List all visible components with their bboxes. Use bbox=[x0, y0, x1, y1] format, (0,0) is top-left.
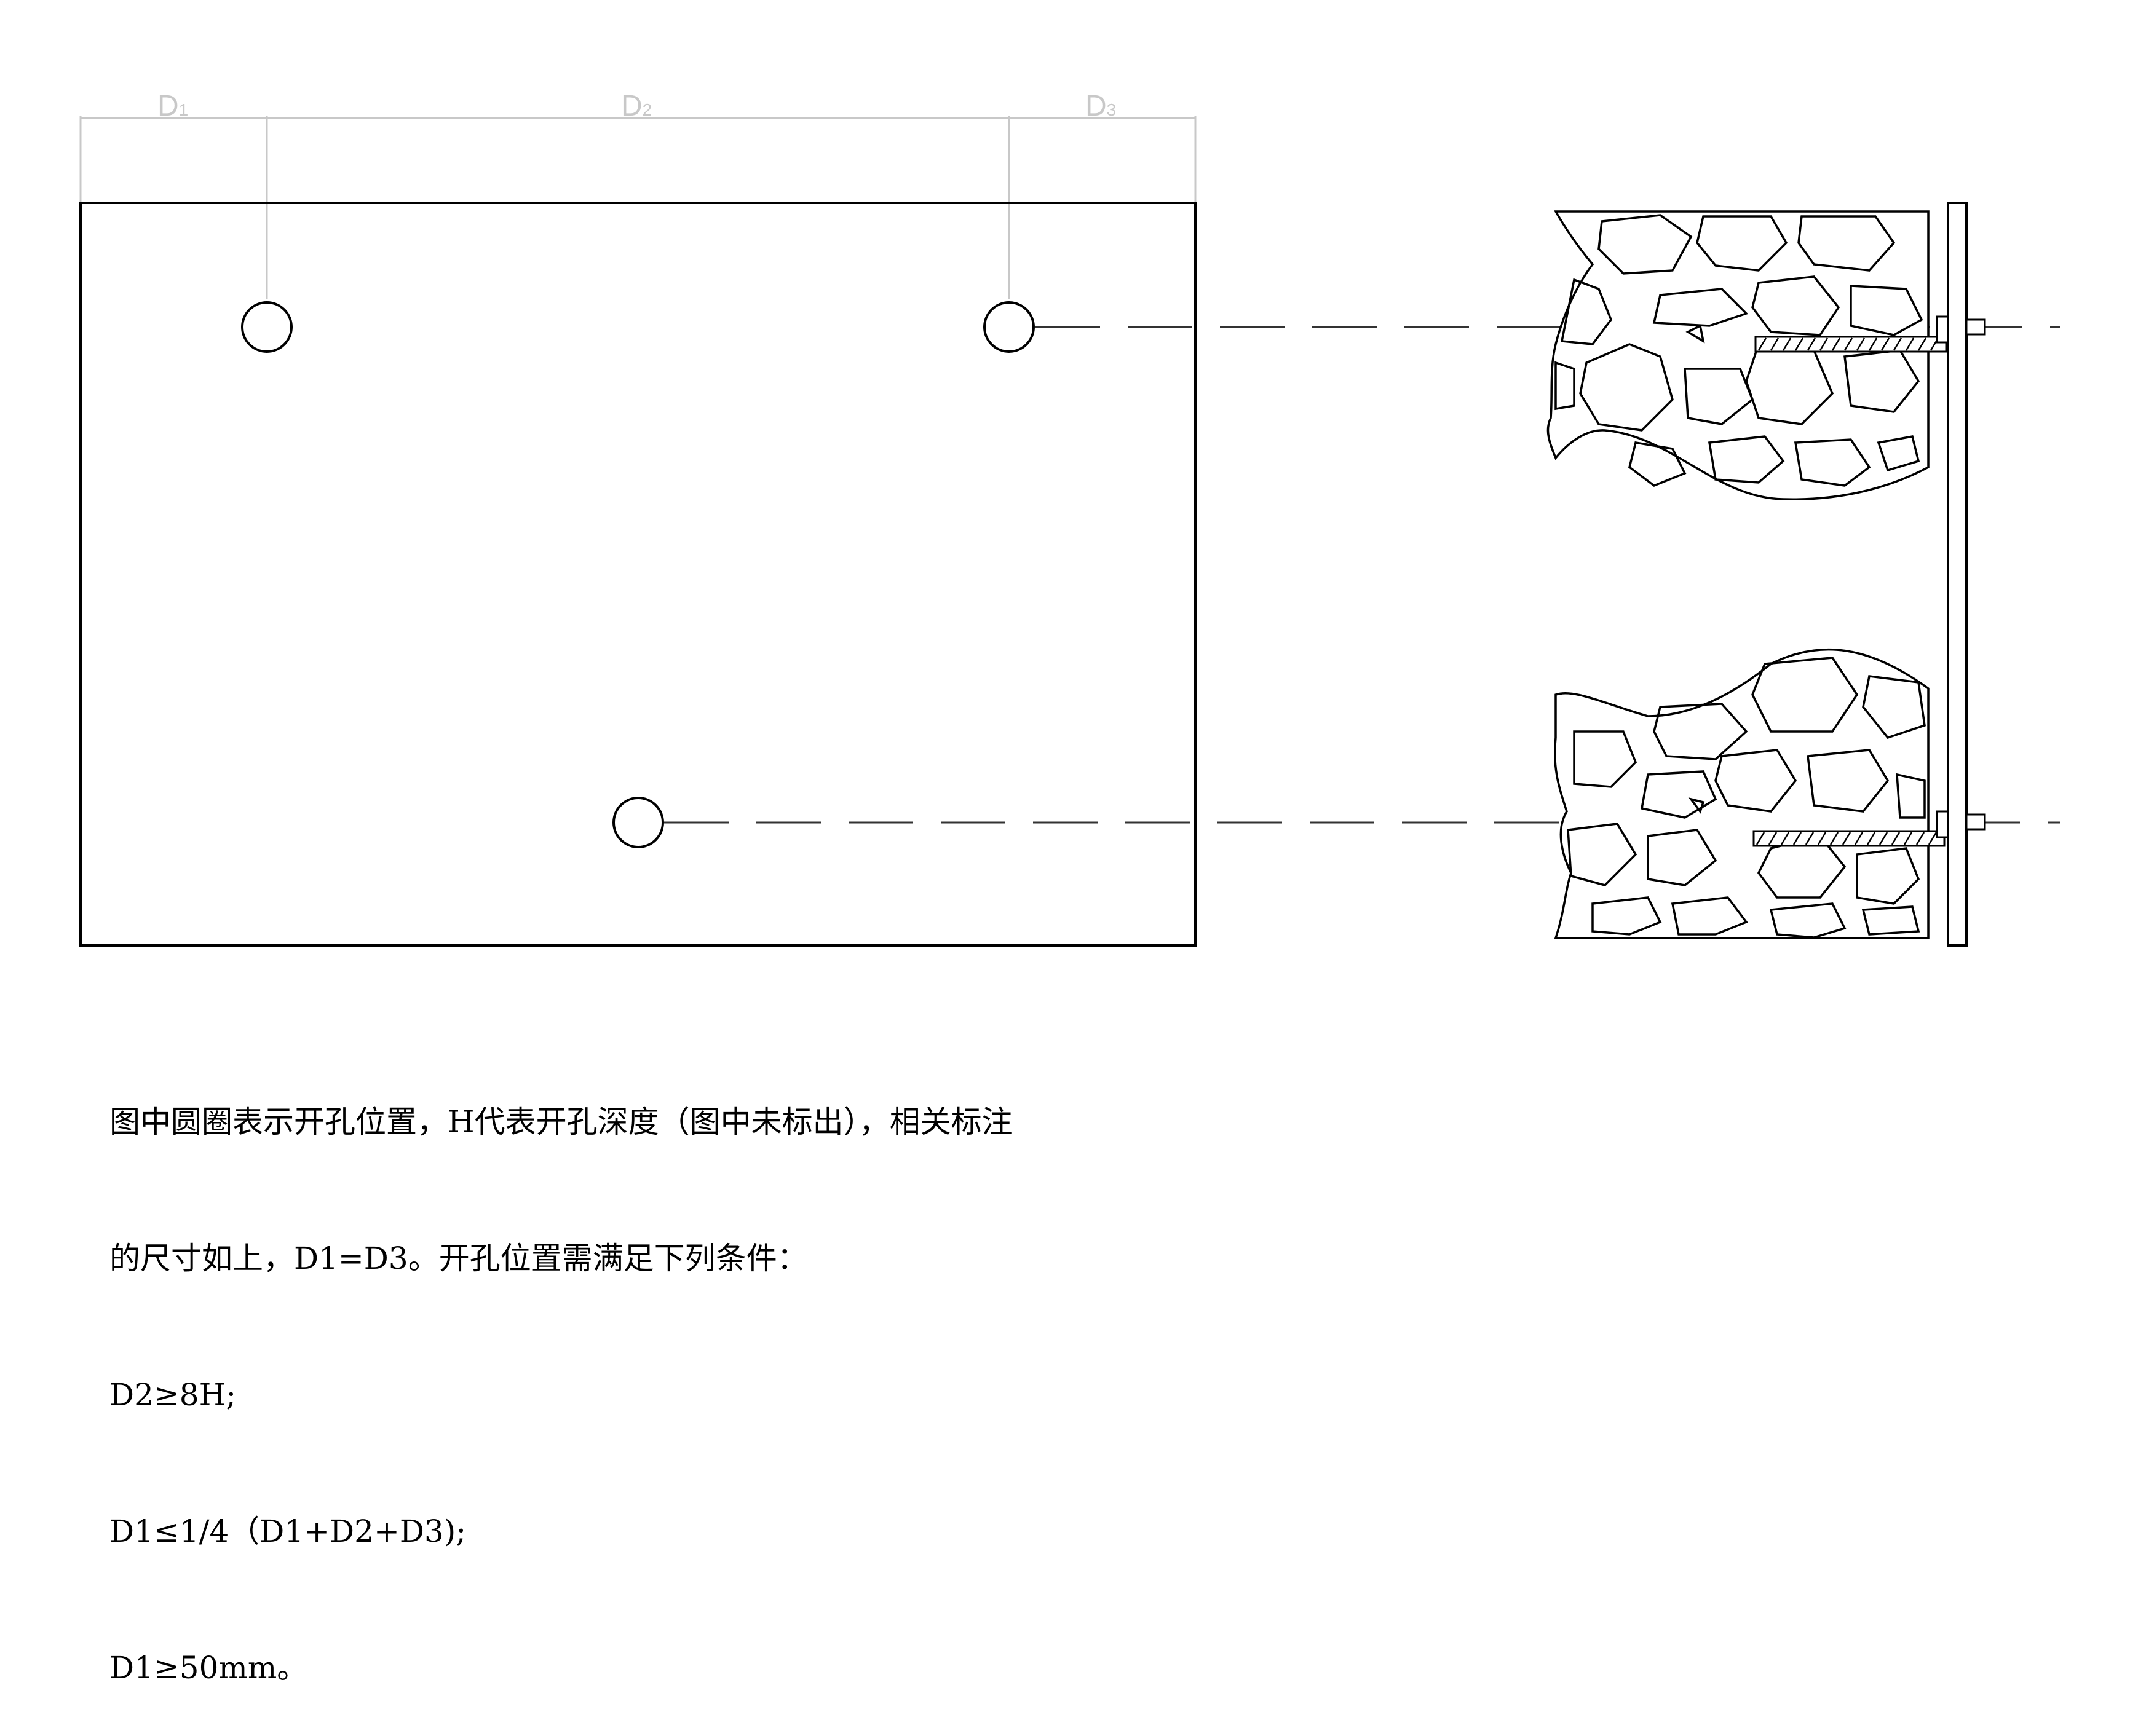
dimension-lines bbox=[79, 116, 1197, 299]
dimension-label-d3: D3 bbox=[1085, 90, 1116, 122]
anchor-lower bbox=[1752, 810, 1986, 847]
hole-bottom-center bbox=[612, 797, 664, 848]
installation-notes: 图中圆圈表示开孔位置，H代表开孔深度（图中未标出），相关标注 的尺寸如上，D1=… bbox=[109, 1008, 1013, 1736]
stone-wall-upper bbox=[1546, 210, 1930, 500]
side-view-panel bbox=[1947, 202, 1968, 947]
dimension-labels: D1 D2 D3 bbox=[157, 90, 1116, 122]
note-line-1: 图中圆圈表示开孔位置，H代表开孔深度（图中未标出），相关标注 bbox=[109, 1104, 1013, 1140]
panel-front-view bbox=[79, 202, 1197, 947]
hole-top-left bbox=[241, 301, 293, 353]
installation-diagram: D1 D2 D3 bbox=[79, 90, 2060, 947]
dimension-label-d1: D1 bbox=[157, 90, 188, 122]
dimension-label-d2: D2 bbox=[621, 90, 652, 122]
anchor-upper bbox=[1754, 315, 1986, 353]
stone-wall-lower bbox=[1553, 648, 1930, 939]
note-line-3: D2≥8H; bbox=[109, 1377, 237, 1413]
hole-top-right bbox=[983, 301, 1035, 353]
note-line-4: D1≤1/4（D1+D2+D3); bbox=[109, 1513, 467, 1549]
note-line-5: D1≥50mm。 bbox=[109, 1650, 308, 1686]
note-line-2: 的尺寸如上，D1=D3。开孔位置需满足下列条件： bbox=[109, 1241, 808, 1276]
hole-markers bbox=[241, 301, 1035, 848]
